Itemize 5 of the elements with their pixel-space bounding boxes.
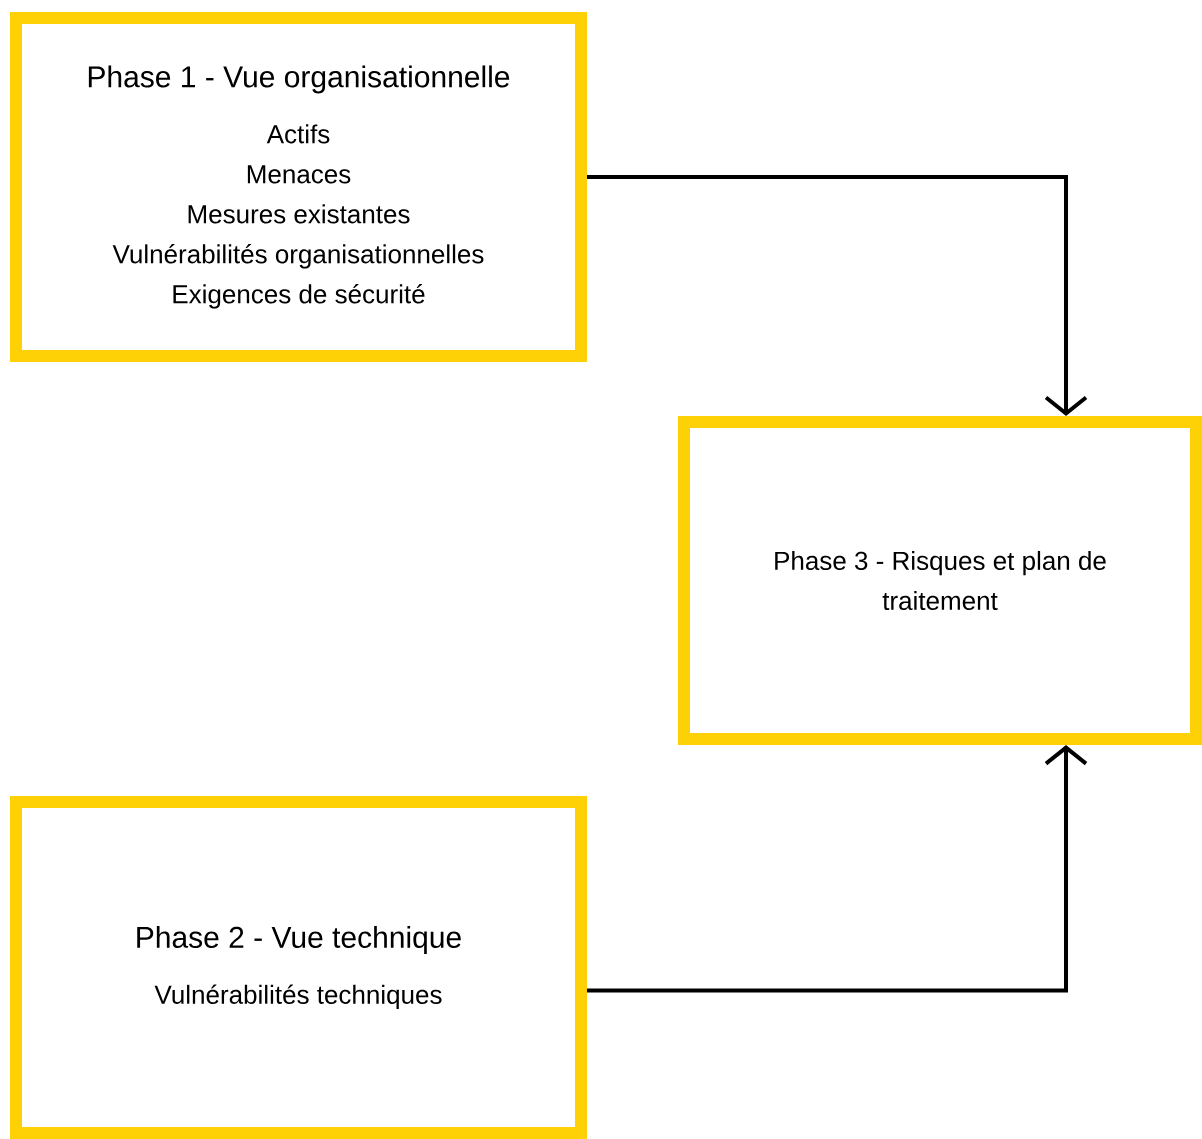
process-box: Phase 3 - Risques et plan de traitement [678, 416, 1202, 745]
process-box: Phase 1 - Vue organisationnelle Actifs Menaces Mesures existantes Vulnérabilités organisationnelles Exigences de sécurité [10, 12, 587, 362]
arrow [587, 745, 1088, 993]
process-box: Phase 2 - Vue technique Vulnérabilités techniques [10, 796, 587, 1139]
arrow [587, 175, 1088, 416]
